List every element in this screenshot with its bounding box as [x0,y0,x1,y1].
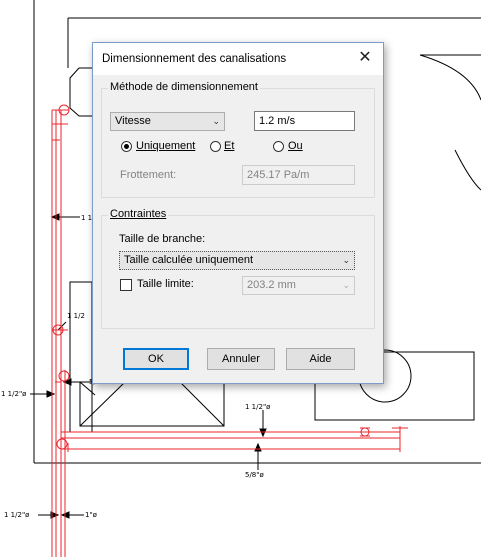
limit-size-checkbox[interactable] [120,279,132,291]
velocity-input[interactable]: 1.2 m/s [254,111,355,131]
chevron-down-icon: ⌄ [342,280,350,290]
close-button[interactable]: ✕ [358,49,372,66]
branch-size-select-value: Taille calculée uniquement [124,254,254,266]
constraints-group-legend: Contraintes [108,208,169,220]
radio-or-label[interactable]: Ou [288,140,303,152]
friction-input: 245.17 Pa/m [242,165,355,185]
cad-pipes [51,104,408,557]
radio-and[interactable] [210,141,221,152]
radio-only-label[interactable]: Uniquement [136,140,196,152]
chevron-down-icon: ⌄ [342,255,350,265]
dimension-label: 1 1/2 [67,312,85,320]
ok-button[interactable]: OK [123,348,189,370]
dialog-titlebar[interactable]: Dimensionnement des canalisations ✕ [93,43,383,75]
cancel-button[interactable]: Annuler [207,348,275,370]
dimension-label: 1 1/2"ø [245,403,271,411]
method-select[interactable]: Vitesse ⌄ [110,112,225,131]
radio-and-label[interactable]: Et [224,140,235,152]
limit-size-value: 203.2 mm [247,279,296,291]
dimension-label: 1 1/2"ø [1,390,27,398]
branch-size-label: Taille de branche: [119,233,206,245]
limit-size-select: 203.2 mm ⌄ [242,276,355,295]
dimension-label: 5/8"ø [245,471,264,479]
friction-label: Frottement: [120,169,177,181]
constraints-group [101,215,375,329]
dialog-title: Dimensionnement des canalisations [102,53,287,65]
help-button[interactable]: Aide [286,348,355,370]
limit-size-label[interactable]: Taille limite: [137,278,194,290]
dimension-label: 1 1 [81,214,93,222]
method-select-value: Vitesse [115,115,151,127]
method-group-legend: Méthode de dimensionnement [108,81,260,93]
radio-or[interactable] [273,141,284,152]
branch-size-select[interactable]: Taille calculée uniquement ⌄ [119,251,355,270]
chevron-down-icon: ⌄ [212,116,220,126]
radio-only[interactable] [121,141,132,152]
dimension-label: 1 1/2"ø [4,511,30,519]
pipe-sizing-dialog: Dimensionnement des canalisations ✕ Méth… [92,42,384,384]
dimension-label: 1"ø [85,511,97,519]
